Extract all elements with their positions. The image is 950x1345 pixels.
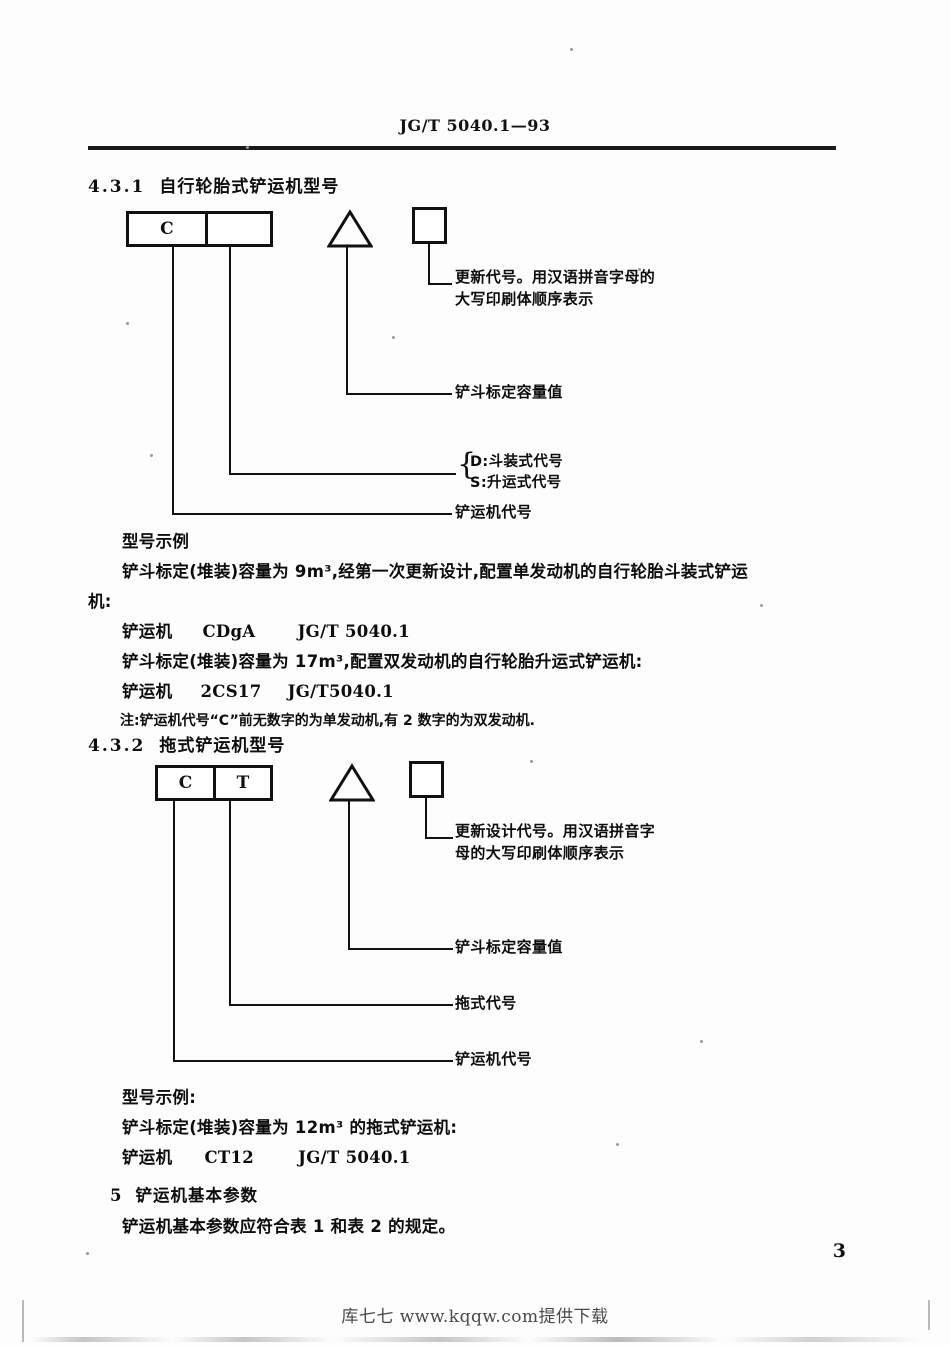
callout-machine-code-432-line1: 铲运机代号 bbox=[455, 1050, 533, 1068]
model-code-box-431: C bbox=[126, 211, 273, 247]
callout-trailing-code-432-line1: 拖式代号 bbox=[455, 994, 517, 1012]
leader-v-machine-code-431 bbox=[172, 247, 174, 515]
leader-v-machine-code-432 bbox=[173, 801, 175, 1062]
callout-type-code-431-line1: D:斗装式代号 bbox=[470, 454, 564, 470]
leader-h-capacity-431 bbox=[346, 393, 452, 395]
footer-scan-artifact bbox=[30, 1337, 920, 1342]
heading-4-3-2-number: 4.3.2 bbox=[88, 736, 146, 756]
heading-5-number: 5 bbox=[110, 1186, 124, 1205]
code-cell-machine-431: C bbox=[160, 219, 174, 239]
scan-speck bbox=[570, 48, 573, 51]
page-number: 3 bbox=[832, 1240, 846, 1262]
footer-watermark: 库七七 www.kqqw.com提供下载 bbox=[341, 1307, 609, 1327]
leader-v-capacity-431 bbox=[346, 245, 348, 395]
leader-v-update-code-431 bbox=[428, 244, 430, 284]
callout-update-code-432: 更新设计代号。用汉语拼音字 母的大写印刷体顺序表示 bbox=[455, 820, 655, 864]
model-line-431-2-standard: JG/T5040.1 bbox=[287, 682, 394, 701]
scan-edge-left bbox=[22, 1300, 24, 1342]
model-line-431-2-name: 铲运机 bbox=[122, 682, 173, 701]
model-line-432: 铲运机 CT12 JG/T 5040.1 bbox=[122, 1144, 411, 1168]
triangle-icon bbox=[326, 209, 374, 248]
callout-update-code-432-line2: 母的大写印刷体顺序表示 bbox=[455, 844, 625, 862]
example-text-431-line2: 机: bbox=[88, 592, 112, 611]
callout-capacity-432: 铲斗标定容量值 bbox=[455, 936, 563, 958]
leader-v-type-code-432 bbox=[229, 801, 231, 1006]
leader-v-update-code-432 bbox=[425, 798, 427, 838]
model-line-432-code: CT12 bbox=[204, 1148, 255, 1167]
square-symbol-431 bbox=[412, 207, 447, 244]
callout-capacity-431: 铲斗标定容量值 bbox=[455, 381, 563, 403]
note-431: 注:铲运机代号“C”前无数字的为单发动机,有 2 数字的为双发动机. bbox=[120, 713, 535, 729]
callout-update-code-431: 更新代号。用汉语拼音字母的 大写印刷体顺序表示 bbox=[455, 266, 655, 310]
leader-h-capacity-432 bbox=[348, 948, 453, 950]
model-line-431-2-code: 2CS17 bbox=[200, 682, 262, 701]
leader-h-machine-code-432 bbox=[173, 1060, 453, 1062]
callout-capacity-432-line1: 铲斗标定容量值 bbox=[455, 938, 563, 956]
square-symbol-432 bbox=[409, 761, 444, 798]
scan-speck bbox=[530, 760, 533, 763]
scan-speck bbox=[760, 604, 763, 607]
callout-update-code-432-line1: 更新设计代号。用汉语拼音字 bbox=[455, 822, 656, 840]
callout-update-code-431-line1: 更新代号。用汉语拼音字母的 bbox=[455, 268, 656, 286]
example-text-432: 铲斗标定(堆装)容量为 12m³ 的拖式铲运机: bbox=[122, 1118, 458, 1137]
code-cell-type-432: T bbox=[212, 768, 270, 798]
callout-brace-431: { bbox=[457, 447, 477, 482]
example-heading-431: 型号示例 bbox=[122, 532, 190, 551]
model-line-432-name: 铲运机 bbox=[122, 1148, 173, 1167]
scan-speck bbox=[150, 454, 153, 457]
model-code-box-432: C T bbox=[155, 765, 273, 801]
callout-type-code-431: D:斗装式代号 S:升运式代号 bbox=[470, 452, 563, 494]
leader-h-type-code-432 bbox=[229, 1004, 453, 1006]
callout-machine-code-432: 铲运机代号 bbox=[455, 1048, 532, 1070]
scan-speck bbox=[300, 686, 303, 689]
leader-h-update-code-431 bbox=[428, 283, 452, 285]
model-line-431-1-name: 铲运机 bbox=[122, 622, 173, 641]
callout-trailing-code-432: 拖式代号 bbox=[455, 992, 517, 1014]
scan-speck bbox=[392, 336, 395, 339]
heading-4-3-1-title: 自行轮胎式铲运机型号 bbox=[159, 177, 340, 197]
scan-edge-right bbox=[928, 1300, 930, 1330]
leader-h-type-code-431 bbox=[229, 473, 456, 475]
callout-update-code-431-line2: 大写印刷体顺序表示 bbox=[455, 290, 594, 308]
model-line-431-2: 铲运机 2CS17 JG/T5040.1 bbox=[122, 678, 394, 702]
leader-h-update-code-432 bbox=[425, 837, 453, 839]
example-text-431-line1: 铲斗标定(堆装)容量为 9m³,经第一次更新设计,配置单发动机的自行轮胎斗装式铲… bbox=[122, 562, 749, 581]
scan-speck bbox=[616, 1143, 619, 1146]
heading-5: 5 铲运机基本参数 bbox=[110, 1182, 258, 1206]
example-heading-432: 型号示例: bbox=[122, 1088, 197, 1107]
heading-4-3-1: 4.3.1 自行轮胎式铲运机型号 bbox=[88, 172, 339, 197]
triangle-symbol-431 bbox=[326, 209, 374, 253]
model-line-431-1-code: CDgA bbox=[202, 622, 256, 641]
leader-h-machine-code-431 bbox=[172, 513, 452, 515]
leader-v-type-code-431 bbox=[229, 247, 231, 475]
model-line-431-1-standard: JG/T 5040.1 bbox=[297, 622, 410, 641]
heading-4-3-2: 4.3.2 拖式铲运机型号 bbox=[88, 731, 285, 756]
scan-speck bbox=[700, 1040, 703, 1043]
scan-speck bbox=[246, 146, 249, 149]
standard-number-header: JG/T 5040.1—93 bbox=[399, 116, 551, 135]
callout-type-code-431-line2: S:升运式代号 bbox=[470, 475, 562, 491]
scan-speck bbox=[86, 1252, 89, 1255]
heading-4-3-1-number: 4.3.1 bbox=[88, 177, 146, 197]
model-line-432-standard: JG/T 5040.1 bbox=[298, 1148, 411, 1167]
scan-speck bbox=[638, 268, 641, 271]
example-text-431-line3: 铲斗标定(堆装)容量为 17m³,配置双发动机的自行轮胎升运式铲运机: bbox=[122, 652, 643, 671]
scan-speck bbox=[126, 322, 129, 325]
code-cell-type-431 bbox=[204, 214, 270, 244]
callout-capacity-431-line1: 铲斗标定容量值 bbox=[455, 383, 563, 401]
callout-machine-code-431-line1: 铲运机代号 bbox=[455, 503, 533, 521]
heading-4-3-2-title: 拖式铲运机型号 bbox=[159, 736, 286, 756]
heading-5-title: 铲运机基本参数 bbox=[135, 1186, 258, 1205]
leader-v-capacity-432 bbox=[348, 800, 350, 950]
header-rule bbox=[88, 146, 836, 150]
code-cell-machine-432: C bbox=[178, 773, 193, 793]
triangle-icon bbox=[328, 763, 376, 802]
triangle-symbol-432 bbox=[328, 763, 376, 807]
model-line-431-1: 铲运机 CDgA JG/T 5040.1 bbox=[122, 618, 410, 642]
callout-machine-code-431: 铲运机代号 bbox=[455, 501, 532, 523]
section-5-body: 铲运机基本参数应符合表 1 和表 2 的规定。 bbox=[122, 1217, 456, 1236]
